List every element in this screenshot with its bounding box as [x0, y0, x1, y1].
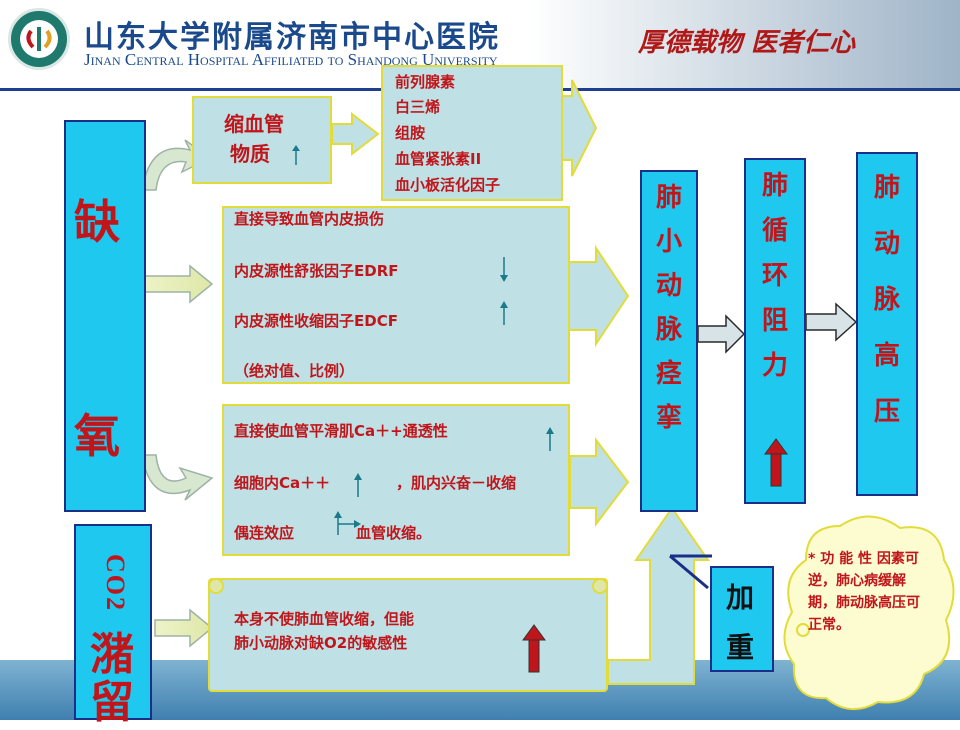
co2-effect-line-1: 本身不使肺血管收缩，但能	[234, 610, 415, 628]
spasm-box: 肺 小 动 脉 痉 挛	[640, 170, 698, 512]
smooth-line-2b: ，肌内兴奋－收缩	[396, 474, 517, 492]
substance-item: 血管紧张素II	[395, 150, 482, 168]
smooth-line-1: 直接使血管平滑肌Ca＋+通透性	[234, 422, 448, 440]
hospital-name-en: Jinan Central Hospital Affiliated to Sha…	[84, 50, 498, 69]
endothelium-line-2: 内皮源性舒张因子EDRF	[234, 262, 399, 280]
endothelium-box: 直接导致血管内皮损伤 内皮源性舒张因子EDRF 内皮源性收缩因子EDCF （绝对…	[222, 206, 570, 384]
hypertension-char: 高	[873, 341, 900, 371]
aggravate-box: 加 重	[710, 566, 774, 672]
arrow-endothelium-out	[568, 244, 630, 348]
spasm-char: 挛	[655, 403, 682, 433]
hypertension-char: 动	[873, 229, 900, 259]
arrow-co2-up	[607, 506, 710, 685]
co2-formula-text: CO2	[101, 554, 130, 612]
smooth-muscle-box: 直接使血管平滑肌Ca＋+通透性 细胞内Ca＋＋ ，肌内兴奋－收缩 偶连效应 血管…	[222, 404, 570, 556]
endothelium-line-3: 内皮源性收缩因子EDCF	[234, 312, 398, 330]
resistance-char: 肺	[761, 171, 788, 201]
hypertension-char: 肺	[873, 173, 900, 203]
arrow-smooth-out	[569, 437, 630, 527]
spasm-char: 脉	[655, 315, 682, 345]
increase-arrow-icon	[292, 145, 300, 165]
endothelium-line-4: （绝对值、比例）	[234, 362, 355, 380]
reversibility-note: * 功 能 性 因素可逆，肺心病缓解期，肺动脉高压可正常。	[808, 551, 920, 633]
arrow-mid	[139, 264, 214, 304]
note-cloud-shape	[783, 515, 955, 710]
co2-effect-box: 本身不使肺血管收缩，但能 肺小动脉对缺O2的敏感性	[208, 578, 608, 692]
aggravate-char: 加	[726, 581, 755, 614]
hypertension-char: 脉	[873, 285, 900, 315]
co2-word-char-2: 留	[90, 677, 134, 728]
red-up-arrow-icon	[764, 438, 788, 487]
substance-item: 血小板活化因子	[395, 176, 501, 194]
resistance-char: 环	[761, 261, 788, 291]
arrow-to-substances	[331, 111, 380, 157]
spasm-char: 小	[655, 227, 682, 257]
aggravate-char: 重	[726, 631, 755, 664]
increase-arrow-icon	[334, 511, 361, 535]
decrease-arrow-icon	[500, 257, 508, 282]
substance-item: 白三烯	[395, 98, 441, 116]
hypertension-char: 压	[873, 397, 900, 427]
spasm-char: 动	[655, 271, 682, 301]
spasm-char: 痉	[655, 359, 682, 389]
resistance-char: 循	[761, 216, 788, 246]
hospital-logo-icon	[8, 8, 70, 70]
smooth-line-3b: 血管收缩。	[356, 524, 432, 542]
increase-arrow-icon	[354, 473, 362, 497]
resistance-char: 力	[761, 351, 788, 381]
co2-word-char-1: 潴	[90, 629, 134, 680]
curve-arrow-bottom	[141, 454, 214, 501]
hospital-name-cn: 山东大学附属济南市中心医院	[84, 20, 500, 55]
resistance-box: 肺 循 环 阻 力	[744, 158, 806, 504]
arrow-co2	[154, 608, 214, 648]
vasoconstrictor-title-1: 缩血管	[224, 112, 284, 136]
hospital-motto: 厚德载物 医者仁心	[638, 28, 856, 58]
resistance-text: 肺 循 环 阻 力	[746, 164, 804, 389]
hypoxia-char-1: 缺	[74, 195, 120, 249]
co2-formula: CO2	[96, 542, 132, 624]
smooth-line-2a: 细胞内Ca＋＋	[234, 474, 331, 492]
arrow-spasm-resistance	[697, 314, 746, 354]
smooth-line-3a: 偶连效应	[234, 524, 295, 542]
spasm-text: 肺 小 动 脉 痉 挛	[642, 176, 696, 440]
co2-retention-box: CO2 潴 留	[74, 524, 152, 728]
vasoconstrictor-box: 缩血管 物质	[192, 96, 332, 184]
increase-arrow-icon	[500, 301, 508, 325]
spasm-char: 肺	[655, 183, 682, 213]
resistance-char: 阻	[761, 306, 788, 336]
substances-box: 前列腺素 白三烯 组胺 血管紧张素II 血小板活化因子	[381, 65, 563, 201]
hypoxia-box: 缺 氧	[64, 120, 146, 512]
arrow-substances-out	[561, 79, 598, 177]
red-up-arrow-icon	[522, 624, 546, 673]
hypertension-text: 肺 动 脉 高 压	[858, 160, 916, 440]
substance-item: 前列腺素	[395, 73, 456, 91]
endothelium-line-1: 直接导致血管内皮损伤	[234, 210, 385, 228]
co2-effect-line-2: 肺小动脉对缺O2的敏感性	[234, 634, 408, 652]
increase-arrow-icon	[546, 427, 554, 451]
arrow-resistance-hypertension	[805, 302, 858, 342]
pulmonary-hypertension-box: 肺 动 脉 高 压	[856, 152, 918, 496]
vasoconstrictor-title-2: 物质	[230, 142, 270, 166]
aggravate-link	[669, 554, 709, 590]
substance-item: 组胺	[395, 124, 426, 142]
hypoxia-char-2: 氧	[74, 409, 120, 463]
